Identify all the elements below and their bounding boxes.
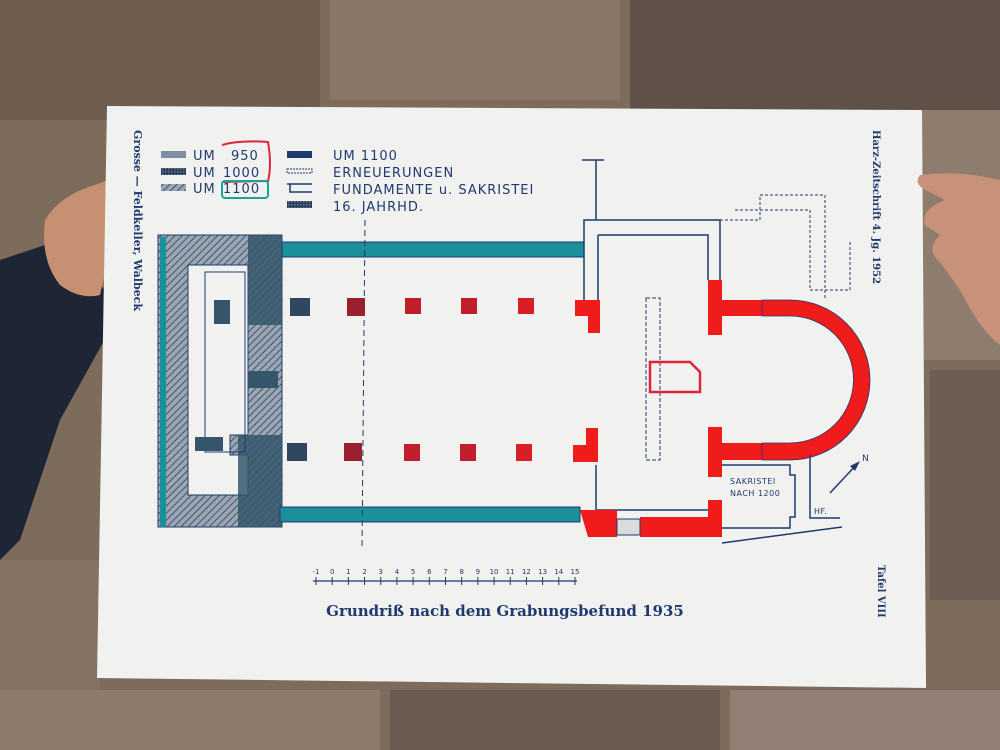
scale-tick-label: 14 xyxy=(554,568,563,576)
swatch-16-jh xyxy=(287,201,312,208)
west-wall-teal xyxy=(160,237,166,527)
scale-tick-label: 4 xyxy=(395,568,400,576)
legend-year: 950 xyxy=(231,149,259,164)
right-hand xyxy=(917,173,1000,345)
westwork-tower-n xyxy=(248,235,282,325)
legend-label: UM 1100 xyxy=(333,149,398,164)
swatch-um-1100 xyxy=(287,151,312,158)
scale-tick-label: 3 xyxy=(379,568,383,576)
legend-label: UM xyxy=(193,149,216,164)
poster: Grosse — Feldkeller, Walbeck Harz-Zeitsc… xyxy=(97,106,926,688)
red-marked-altar xyxy=(648,360,702,394)
later-foundations xyxy=(720,194,851,300)
swatch-950 xyxy=(161,151,186,158)
legend-label: UM xyxy=(193,182,216,197)
legend: UM 950 UM 1000 UM 1100 UM 1100 ERNEUERUN… xyxy=(161,140,534,215)
corner-label: HF. xyxy=(814,507,827,516)
pier-west-s xyxy=(195,437,223,451)
sacristy-label: SAKRISTEI xyxy=(730,477,776,486)
foundation-strip xyxy=(645,297,661,461)
scale-tick-label: 7 xyxy=(443,568,447,576)
scale-tick-label: 12 xyxy=(522,568,531,576)
swatch-1100 xyxy=(161,184,186,191)
north-wall xyxy=(281,241,585,258)
scale-tick-label: 15 xyxy=(571,568,580,576)
legend-label: FUNDAMENTE u. SAKRISTEI xyxy=(333,183,534,198)
legend-year: 1000 xyxy=(223,166,260,181)
pillars xyxy=(287,298,600,462)
side-text-right-bottom: Tafel VIII xyxy=(875,565,886,618)
scale-tick-label: 5 xyxy=(411,568,415,576)
side-text-left: Grosse — Feldkeller, Walbeck xyxy=(131,130,144,311)
renewal-patch xyxy=(616,518,641,536)
scale-tick-label: 1 xyxy=(346,568,350,576)
altar-block xyxy=(214,300,230,324)
sacristy xyxy=(722,464,796,529)
side-text-right-top: Harz-Zeitschrift 4. Jg. 1952 xyxy=(870,130,881,284)
scale-tick-label: 2 xyxy=(362,568,366,576)
swatch-erneuerungen xyxy=(286,168,313,174)
scale-tick-label: 6 xyxy=(427,568,432,576)
scale-tick-label: 0 xyxy=(330,568,334,576)
north-label: N xyxy=(862,454,870,464)
floor-plan: SAKRISTEI NACH 1200 HF. N xyxy=(157,159,871,549)
choir-apse xyxy=(580,280,871,537)
legend-year: 1100 xyxy=(223,182,260,197)
sacristy-date: NACH 1200 xyxy=(730,489,780,498)
scale-tick-label: -1 xyxy=(313,568,320,576)
legend-label: UM xyxy=(193,166,216,181)
dashed-line xyxy=(361,219,366,549)
teal-marker-circle xyxy=(221,180,269,199)
scale-tick-label: 8 xyxy=(459,568,463,576)
swatch-fundamente xyxy=(287,183,312,193)
scale-tick-label: 13 xyxy=(538,568,547,576)
scale-tick-label: 10 xyxy=(490,568,499,576)
swatch-1000 xyxy=(161,168,186,175)
legend-label: 16. JAHRHD. xyxy=(333,200,424,215)
pier-west xyxy=(248,371,278,388)
scale-tick-label: 9 xyxy=(476,568,480,576)
red-marker-circle xyxy=(221,140,271,183)
scale-tick-label: 11 xyxy=(506,568,515,576)
inner-room xyxy=(204,271,246,453)
south-wall xyxy=(279,506,581,523)
outer-wall xyxy=(721,455,843,544)
legend-label: ERNEUERUNGEN xyxy=(333,166,454,181)
plan-title: Grundriß nach dem Grabungsbefund 1935 xyxy=(326,602,684,620)
north-arrow-icon: N xyxy=(829,454,870,494)
